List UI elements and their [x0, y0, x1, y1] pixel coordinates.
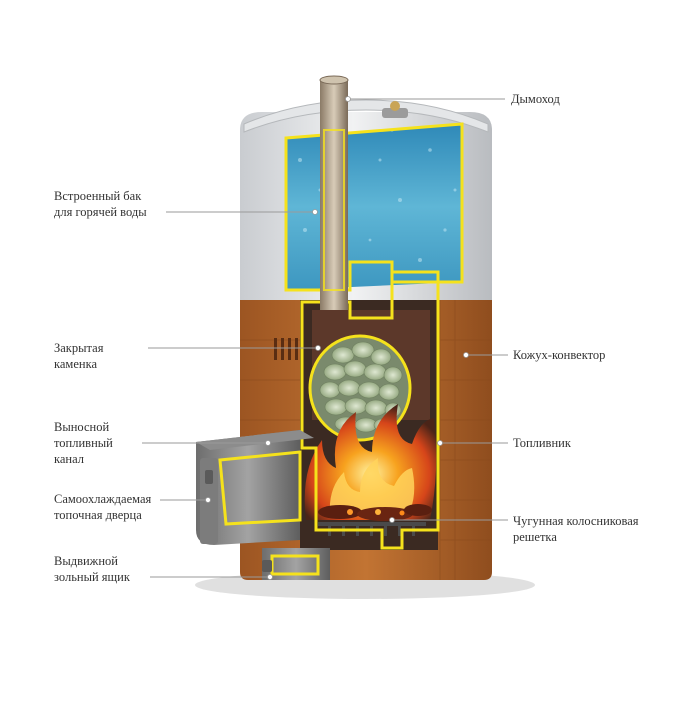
ash-box-handle [262, 560, 272, 572]
label-heater: Закрытая каменка [54, 341, 104, 371]
fuel-channel-outline [218, 450, 302, 526]
fuel-channel-top [196, 430, 314, 450]
tank-valve-knob [390, 101, 400, 111]
fire-core [329, 458, 415, 515]
vent-slots [274, 338, 298, 360]
label-fire-door: Самоохлаждаемая топочная дверца [54, 492, 152, 522]
tank-valve [382, 108, 408, 118]
leader-lines [142, 98, 508, 578]
firebox-outline [300, 270, 440, 550]
label-ash-box: Выдвижной зольный ящик [54, 554, 130, 584]
leader-dots [205, 96, 469, 580]
fire-door-handle [205, 470, 213, 484]
tank-outline [284, 122, 464, 292]
label-chimney: Дымоход [511, 92, 560, 106]
label-tank: Встроенный бак для горячей воды [54, 189, 147, 219]
chimney-top [319, 75, 349, 85]
convector-grid [240, 300, 492, 580]
label-fuel-channel: Выносной топливный канал [54, 420, 113, 466]
label-grate: Чугунная колосниковая решетка [513, 514, 639, 544]
embers [318, 504, 432, 521]
tank-water [286, 124, 462, 290]
label-convector: Кожух-конвектор [513, 348, 606, 362]
chimney-inner-outline [323, 129, 345, 291]
label-firebox: Топливник [513, 436, 571, 450]
